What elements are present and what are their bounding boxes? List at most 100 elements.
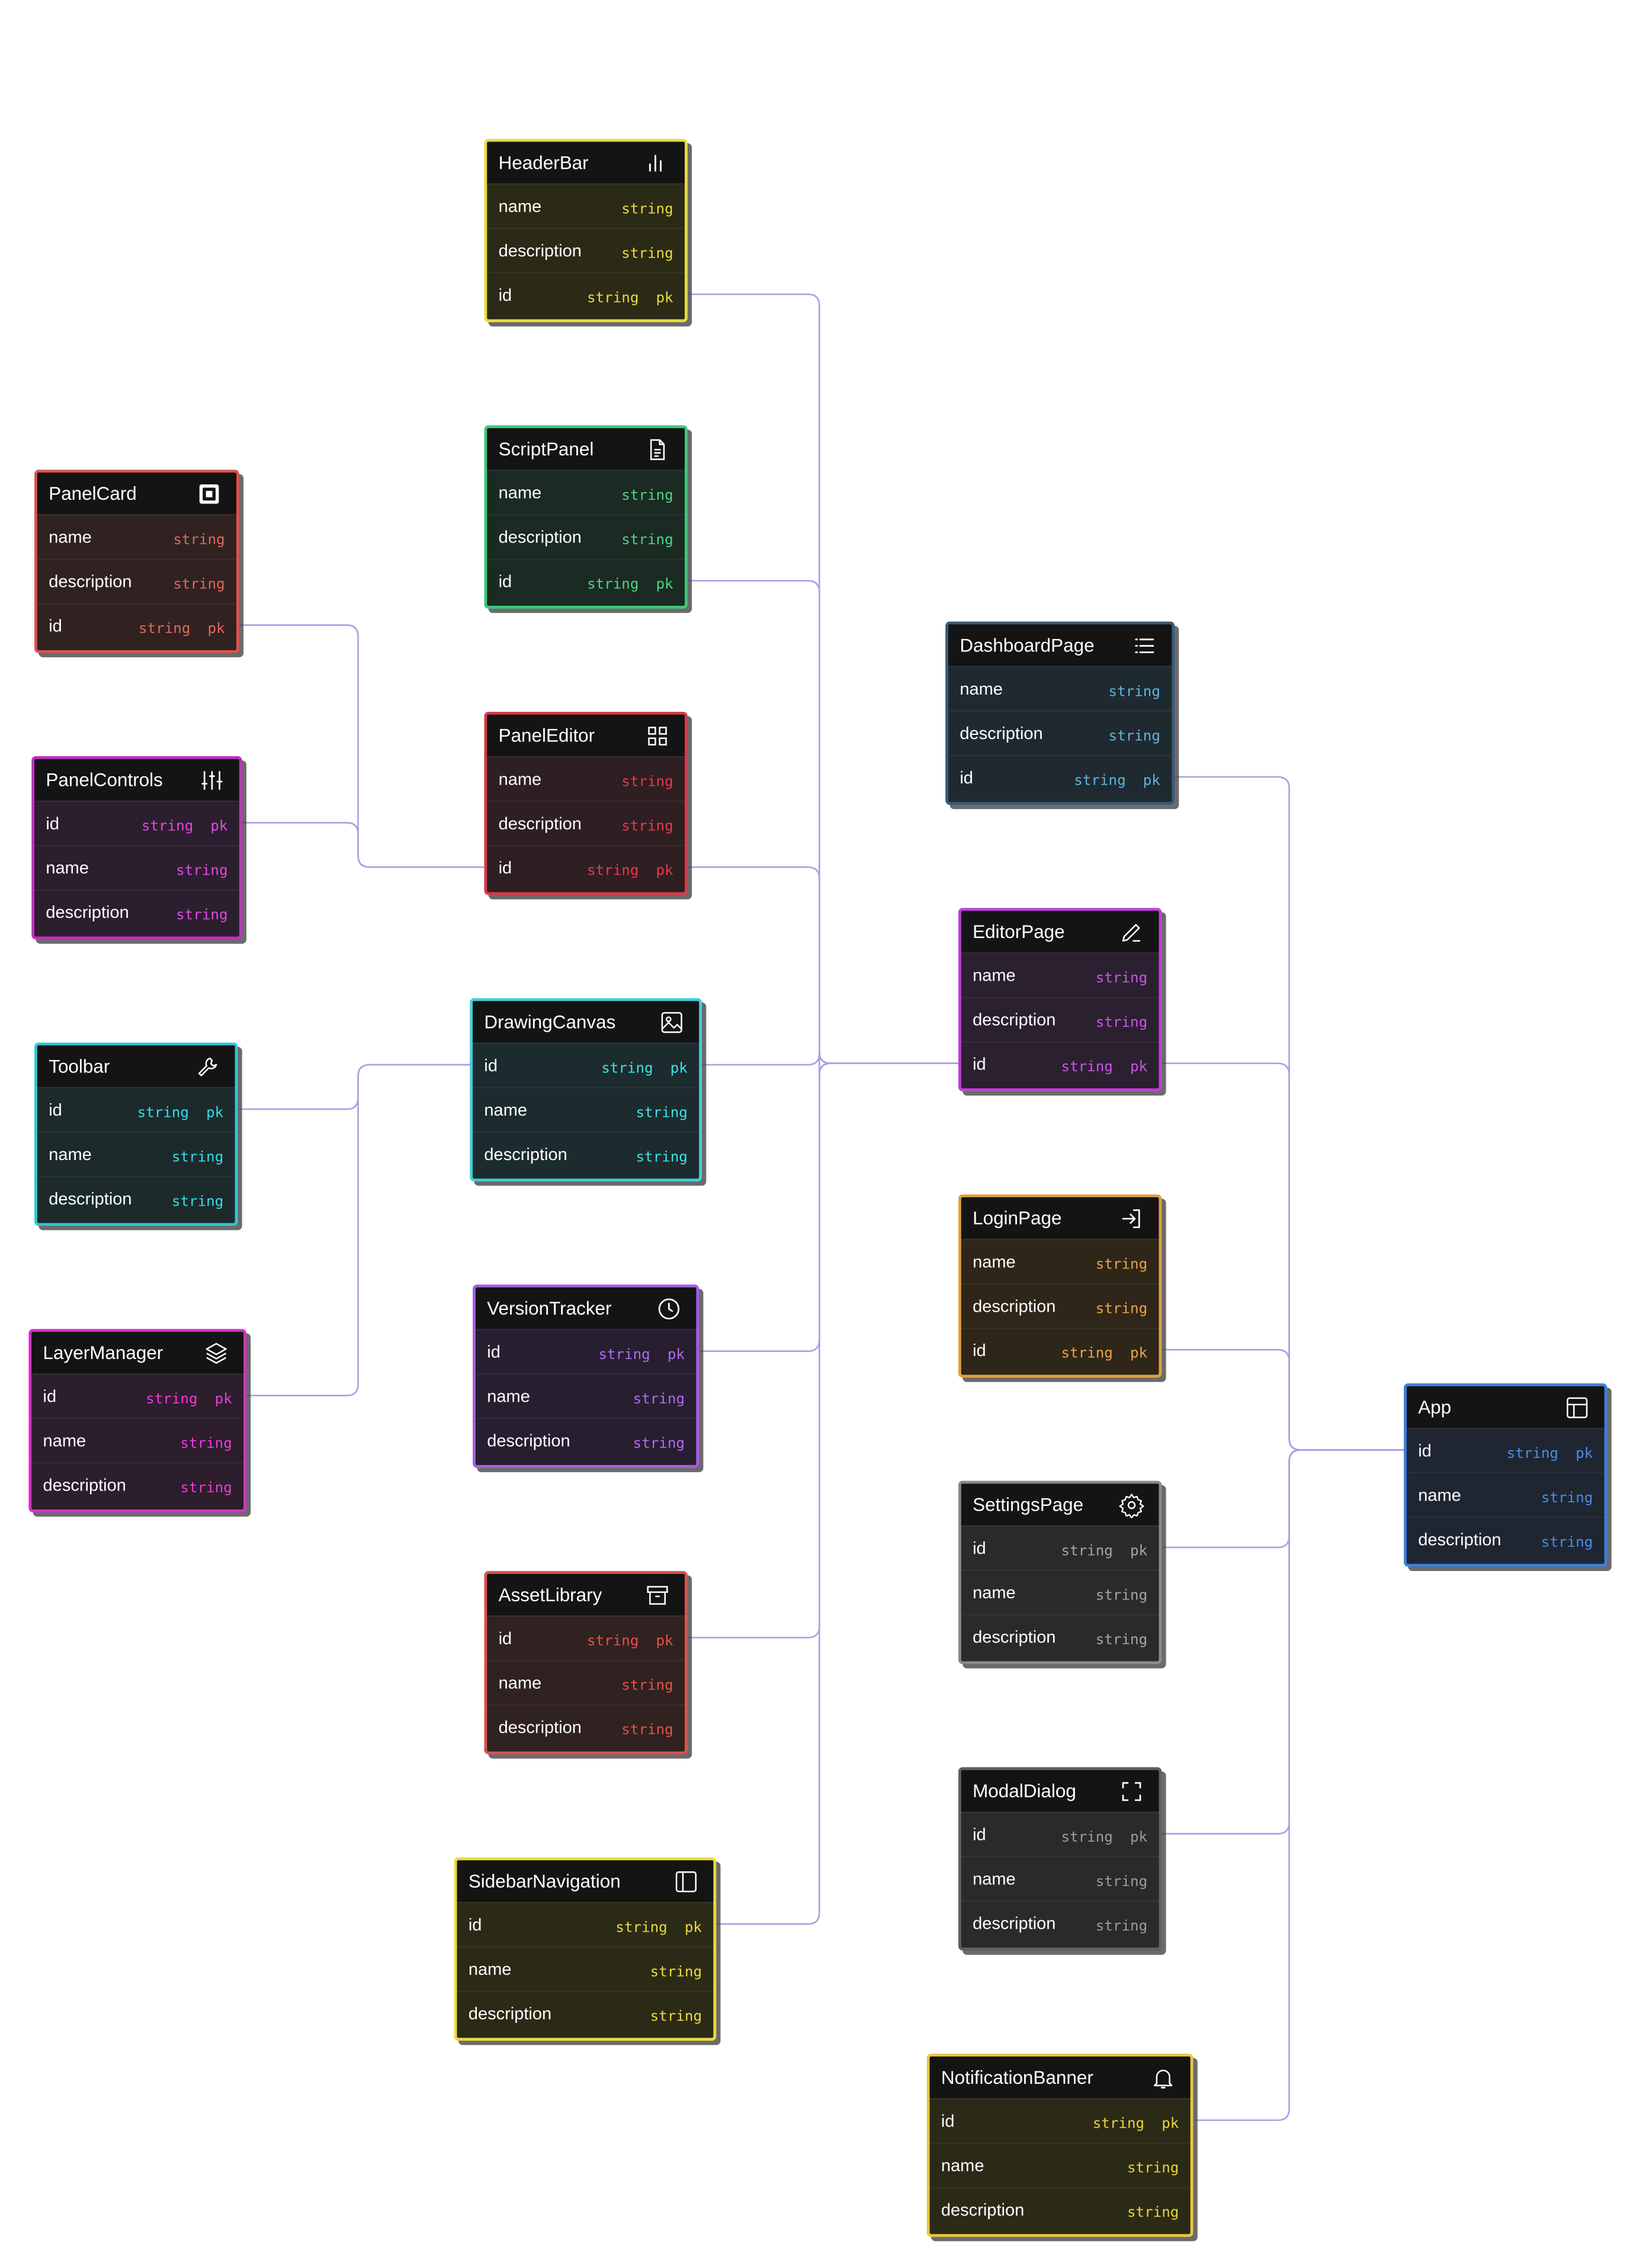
entity-header[interactable]: LayerManager xyxy=(31,1332,244,1374)
entity-header[interactable]: AssetLibrary xyxy=(487,1573,685,1615)
field-name: description xyxy=(49,1188,132,1209)
entity-header[interactable]: ScriptPanel xyxy=(487,428,685,470)
entity-header[interactable]: HeaderBar xyxy=(487,142,685,184)
entity-header[interactable]: PanelControls xyxy=(34,759,239,801)
field-name: name xyxy=(43,1430,86,1451)
entity-header[interactable]: DashboardPage xyxy=(948,624,1172,666)
field-name: name xyxy=(468,1959,512,1980)
entity-header[interactable]: NotificationBanner xyxy=(929,2056,1191,2098)
entity-header[interactable]: Toolbar xyxy=(37,1045,235,1087)
entity-header[interactable]: LoginPage xyxy=(961,1197,1159,1239)
relation-edge xyxy=(687,1062,958,1639)
entity-header[interactable]: App xyxy=(1406,1386,1605,1428)
entity-header[interactable]: SidebarNavigation xyxy=(457,1860,714,1902)
entity-header[interactable]: PanelEditor xyxy=(487,714,685,756)
entity-header[interactable]: PanelCard xyxy=(37,473,237,515)
entity-header[interactable]: SettingsPage xyxy=(961,1483,1159,1525)
field-type: string xyxy=(621,1678,673,1694)
entity-header[interactable]: EditorPage xyxy=(961,911,1159,953)
list-icon xyxy=(1130,631,1159,659)
field-type: string pk xyxy=(615,1919,702,1936)
field-type: string xyxy=(633,1391,685,1408)
archive-icon xyxy=(643,1580,672,1609)
entity-header[interactable]: ModalDialog xyxy=(961,1770,1159,1812)
entity-header[interactable]: DrawingCanvas xyxy=(473,1001,700,1043)
entity-header[interactable]: VersionTracker xyxy=(475,1287,697,1329)
field-type: string xyxy=(1095,1918,1148,1935)
